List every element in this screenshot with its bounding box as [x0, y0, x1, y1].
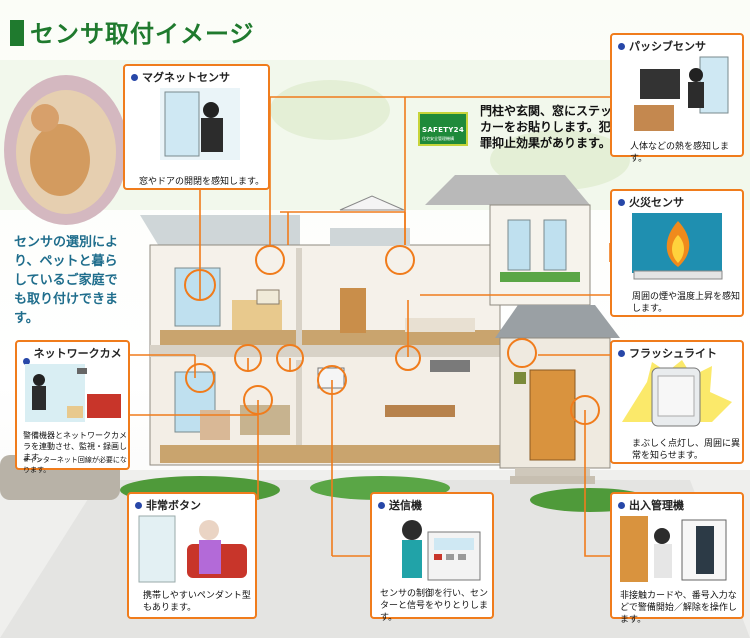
flash-light-panel: フラッシュライト まぶしく点灯し、周囲に異常を知らせます。 [610, 340, 744, 464]
bullet-icon [618, 501, 625, 509]
emergency-button-title: 非常ボタン [146, 499, 201, 512]
network-camera-desc: 警備機器とネットワークカメラを連動させ、監視・録画します。 [23, 431, 127, 462]
bullet-icon [135, 501, 142, 509]
passive-sensor-desc: 人体などの熱を感知します。 [630, 142, 730, 164]
magnet-sensor-desc: 窓やドアの開閉を感知します。 [139, 177, 265, 187]
fire-sensor-panel: 火災センサ 周囲の煙や温度上昇を感知します。 [610, 189, 744, 317]
emergency-button-desc: 携帯しやすいペンダント型もあります。 [143, 591, 251, 613]
transmitter-panel: 送信機 センサの制御を行い、センターと信号をやりとりします。 [370, 492, 494, 623]
transmitter-desc: センサの制御を行い、センターと信号をやりとりします。 [380, 589, 489, 623]
transmitter-title: 送信機 [389, 499, 422, 512]
emergency-button-picture [138, 515, 247, 583]
flash-light-title: フラッシュライト [629, 347, 717, 360]
transmitter-picture [402, 520, 481, 581]
access-control-heading: 出入管理機 [618, 497, 684, 513]
magnet-sensor-heading: マグネットセンサ [131, 69, 230, 85]
pet-message: センサの選別により、ペットと暮らしているご家庭でも取り付けできます。 [14, 235, 119, 326]
sticker-message: 門柱や玄関、窓にステッカーをお貼りします。犯罪抑止効果があります。 [480, 104, 613, 150]
access-control-desc: 非接触カードや、番号入力などで警備開始／解除を操作します。 [620, 591, 737, 625]
logo-subtext: 住宅安全管理機構 [422, 136, 454, 141]
flash-light-picture [622, 360, 732, 427]
network-camera-picture [25, 364, 121, 422]
safety24-logo: SAFETY24 住宅安全管理機構 [418, 112, 468, 146]
access-control-picture [620, 516, 727, 582]
passive-sensor-title: パッシブセンサ [629, 40, 706, 53]
fire-sensor-picture [632, 213, 723, 280]
fire-sensor-heading: 火災センサ [618, 194, 684, 210]
bullet-icon [131, 73, 138, 81]
title-bar-marker [10, 20, 24, 46]
access-control-panel: 出入管理機 非接触カードや、番号入力などで警備開始／解除を操作します。 [610, 492, 744, 625]
bullet-icon [23, 357, 30, 365]
bullet-icon [618, 42, 625, 50]
magnet-sensor-picture [160, 88, 240, 160]
bullet-icon [618, 198, 625, 206]
network-camera-note: ※インターネット回線が必要になります。 [23, 456, 127, 474]
fire-sensor-title: 火災センサ [629, 196, 684, 209]
flash-light-heading: フラッシュライト [618, 345, 717, 361]
transmitter-heading: 送信機 [378, 497, 422, 513]
magnet-sensor-title: マグネットセンサ [142, 71, 230, 84]
bullet-icon [618, 349, 625, 357]
magnet-sensor-panel: マグネットセンサ 窓やドアの開閉を感知します。 [123, 64, 270, 190]
page-title: センサ取付イメージ [30, 20, 255, 48]
passive-sensor-heading: パッシブセンサ [618, 38, 706, 54]
emergency-button-panel: 非常ボタン 携帯しやすいペンダント型もあります。 [127, 492, 257, 619]
fire-sensor-desc: 周囲の煙や温度上昇を感知します。 [632, 292, 741, 314]
access-control-title: 出入管理機 [629, 499, 684, 512]
logo-text: SAFETY24 [422, 126, 465, 134]
flash-light-desc: まぶしく点灯し、周囲に異常を知らせます。 [632, 439, 741, 461]
emergency-button-heading: 非常ボタン [135, 497, 201, 513]
passive-sensor-picture [634, 56, 729, 131]
network-camera-panel: ネットワークカメラ 警備機器とネットワークカメラを連動させ、監視・録画します。 … [15, 340, 130, 474]
passive-sensor-panel: パッシブセンサ 人体などの熱を感知します。 [610, 33, 744, 164]
bullet-icon [378, 501, 385, 509]
